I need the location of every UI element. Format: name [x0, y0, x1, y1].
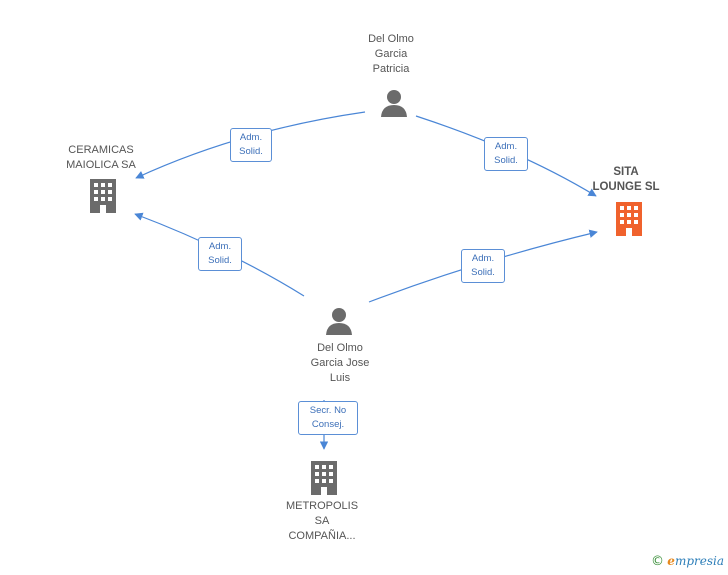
- brand-name: empresia: [667, 554, 724, 568]
- node-jose-label[interactable]: Del Olmo Garcia Jose Luis: [310, 342, 370, 384]
- relation-badge[interactable]: Adm. Solid.: [198, 237, 242, 271]
- relation-badge[interactable]: Adm. Solid.: [230, 128, 272, 162]
- empresia-logo: © empresia: [651, 554, 724, 569]
- building-icon[interactable]: [309, 461, 339, 495]
- node-patricia-label[interactable]: Del Olmo Garcia Patricia: [368, 33, 414, 75]
- relation-badge[interactable]: Secr. No Consej.: [298, 401, 358, 435]
- node-metropolis-label[interactable]: METROPOLIS SA COMPAÑIA...: [285, 500, 359, 542]
- relation-badge[interactable]: Adm. Solid.: [484, 137, 528, 171]
- relation-badge[interactable]: Adm. Solid.: [461, 249, 505, 283]
- node-ceramicas-label[interactable]: CERAMICAS MAIOLICA SA: [66, 144, 136, 171]
- building-icon[interactable]: [88, 179, 118, 213]
- person-icon[interactable]: [324, 306, 354, 336]
- building-icon[interactable]: [614, 202, 644, 236]
- node-sita-label[interactable]: SITA LOUNGE SL: [592, 166, 660, 193]
- copyright-icon: ©: [650, 554, 664, 569]
- person-icon[interactable]: [379, 88, 409, 118]
